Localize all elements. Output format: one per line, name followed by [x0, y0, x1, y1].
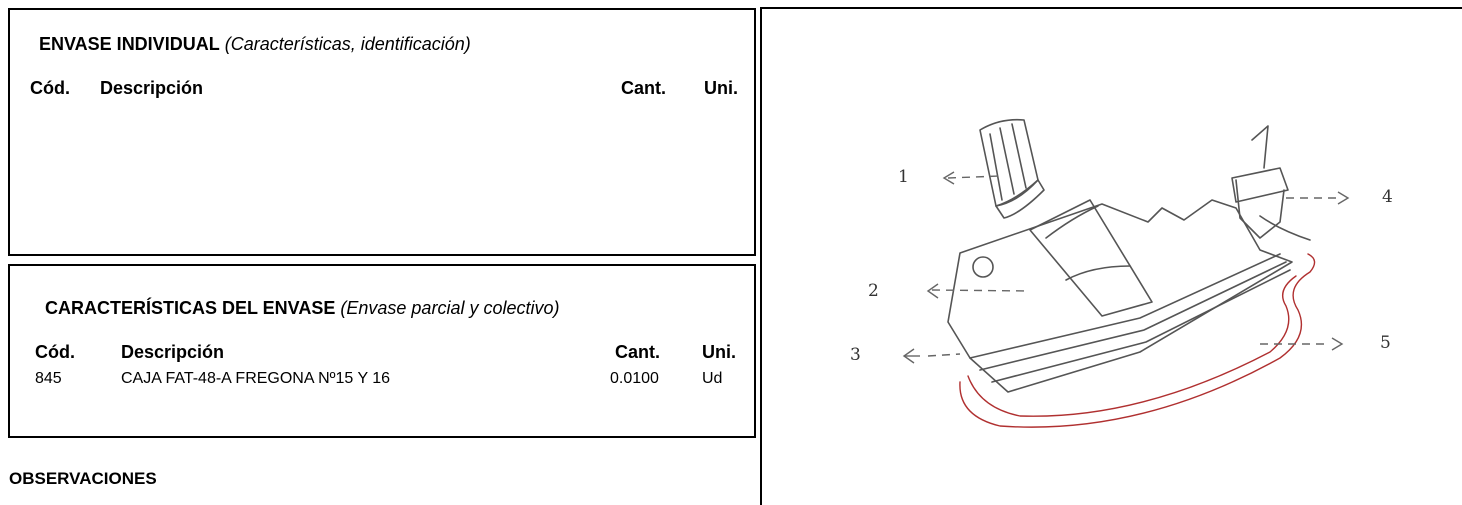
caracteristicas-envase-section: CARACTERÍSTICAS DEL ENVASE (Envase parci… — [8, 264, 756, 438]
drawing-textile-outline — [959, 253, 1316, 428]
column-header-descripcion: Descripción — [121, 342, 225, 362]
observaciones-title: OBSERVACIONES — [9, 469, 157, 488]
right-panel-divider — [760, 7, 762, 505]
drawing-cap — [979, 118, 1039, 207]
callout-4: 4 — [1382, 187, 1393, 207]
caracteristicas-heading: CARACTERÍSTICAS DEL ENVASE (Envase parci… — [45, 298, 559, 319]
envase-individual-section: ENVASE INDIVIDUAL (Características, iden… — [8, 8, 756, 256]
column-header-cant: Cant. — [621, 78, 666, 98]
callout-2: 2 — [868, 281, 879, 301]
row-cant: 0.0100 — [610, 370, 659, 387]
right-panel-top-border — [760, 7, 1462, 9]
caracteristicas-subtitle: (Envase parcial y colectivo) — [340, 298, 560, 318]
column-header-uni: Uni. — [704, 78, 738, 98]
drawing-handle-socket — [1029, 199, 1153, 317]
column-header-cant: Cant. — [615, 342, 660, 362]
product-drawing: 1 2 3 4 5 — [850, 118, 1393, 428]
envase-individual-heading: ENVASE INDIVIDUAL (Características, iden… — [39, 34, 471, 55]
column-header-descripcion: Descripción — [100, 78, 204, 98]
drawing-lever — [1231, 167, 1289, 203]
callout-5: 5 — [1380, 333, 1391, 353]
column-header-cod: Cód. — [35, 342, 75, 362]
drawing-base-plate — [947, 199, 1293, 393]
callout-1: 1 — [898, 167, 909, 187]
drawing-hinge-ring — [972, 256, 994, 278]
envase-individual-subtitle: (Características, identificación) — [224, 34, 471, 54]
row-uni: Ud — [702, 370, 723, 387]
row-cod: 845 — [35, 370, 62, 387]
column-header-uni: Uni. — [702, 342, 736, 362]
row-descripcion: CAJA FAT-48-A FREGONA Nº15 Y 16 — [121, 370, 391, 387]
envase-individual-title: ENVASE INDIVIDUAL — [39, 34, 220, 54]
callout-3: 3 — [850, 345, 861, 365]
column-header-cod: Cód. — [30, 78, 70, 98]
caracteristicas-title: CARACTERÍSTICAS DEL ENVASE — [45, 298, 336, 318]
